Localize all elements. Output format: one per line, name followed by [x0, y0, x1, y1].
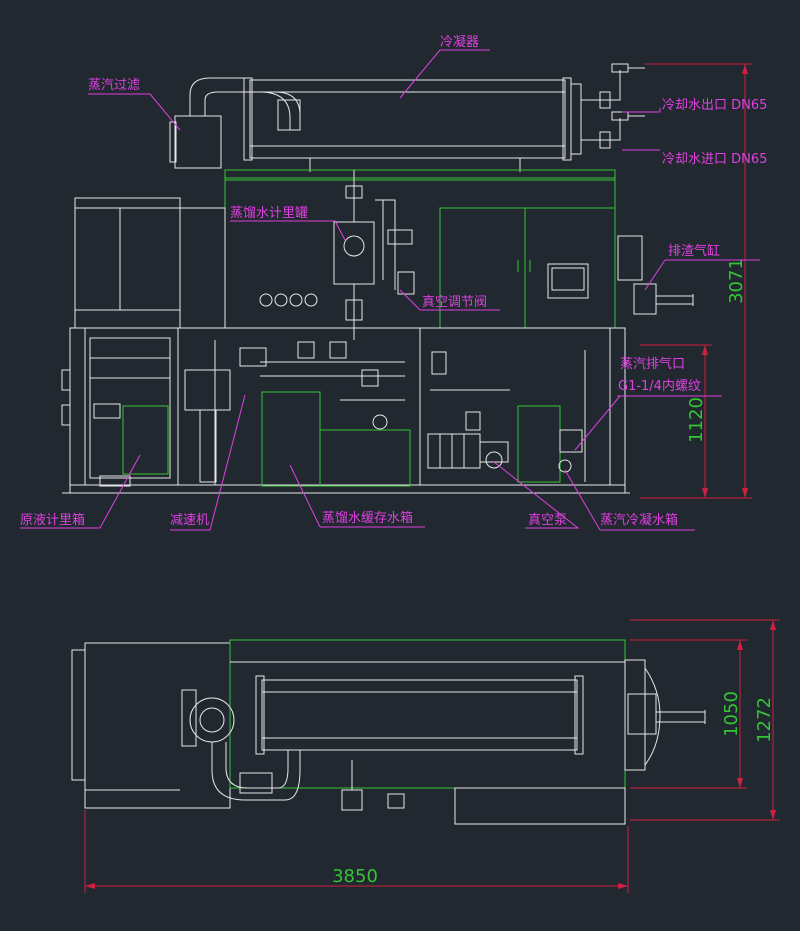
- dim-exhaust-height: 1120: [686, 397, 707, 443]
- gauges: [259, 293, 318, 307]
- label-cooling-water-outlet: 冷却水出口 DN65: [662, 98, 767, 113]
- cooling-water-nozzles: [581, 63, 645, 149]
- label-vacuum-pump: 真空泵: [528, 513, 567, 528]
- lower-frame: [61, 327, 630, 494]
- label-condensate-tank: 蒸汽冷凝水箱: [600, 512, 678, 528]
- slag-cylinder: [617, 235, 694, 315]
- label-metering-tank: 蒸馏水计里罐: [230, 206, 308, 221]
- dim-frame-width: 1050: [721, 691, 742, 737]
- buffer-tank: [261, 391, 411, 487]
- dim-total-width: 1272: [754, 697, 775, 743]
- steam-filter: [169, 77, 301, 169]
- label-vacuum-valve: 真空调节阀: [422, 295, 487, 310]
- dimension-arrows: [85, 64, 776, 889]
- label-slag-cylinder: 排渣气缸: [668, 243, 720, 259]
- mid-pipework: [260, 341, 405, 430]
- control-panel: [517, 260, 589, 299]
- raw-liquid-tank: [89, 337, 171, 487]
- front-view: [61, 63, 694, 494]
- dimension-lines: [84, 63, 780, 893]
- labels: 冷凝器 蒸汽过滤 冷却水出口 DN65 冷却水进口 DN65 蒸馏水计里罐 排渣…: [20, 34, 767, 528]
- reducer: [184, 340, 267, 485]
- vacuum-pump: [427, 351, 510, 469]
- plan-view: [71, 639, 706, 825]
- label-reducer: 减速机: [170, 513, 209, 528]
- dim-total-height: 3071: [726, 258, 747, 304]
- metering-tank: [333, 170, 375, 340]
- upper-frame: [224, 169, 616, 329]
- label-exhaust-thread: G1-1/4内螺纹: [618, 378, 701, 394]
- label-condenser: 冷凝器: [440, 34, 479, 50]
- dim-total-length: 3850: [332, 866, 378, 887]
- label-steam-filter: 蒸汽过滤: [88, 78, 140, 93]
- vacuum-valve-pipe: [375, 199, 415, 295]
- left-platform: [74, 197, 226, 329]
- condensate-tank: [517, 350, 586, 483]
- condenser: [243, 77, 582, 172]
- label-cooling-water-inlet: 冷却水进口 DN65: [662, 152, 767, 167]
- leader-lines: [20, 49, 760, 531]
- label-raw-liquid-tank: 原液计里箱: [20, 512, 85, 528]
- label-buffer-tank: 蒸馏水缓存水箱: [322, 510, 413, 526]
- label-steam-exhaust: 蒸汽排气口: [620, 356, 685, 372]
